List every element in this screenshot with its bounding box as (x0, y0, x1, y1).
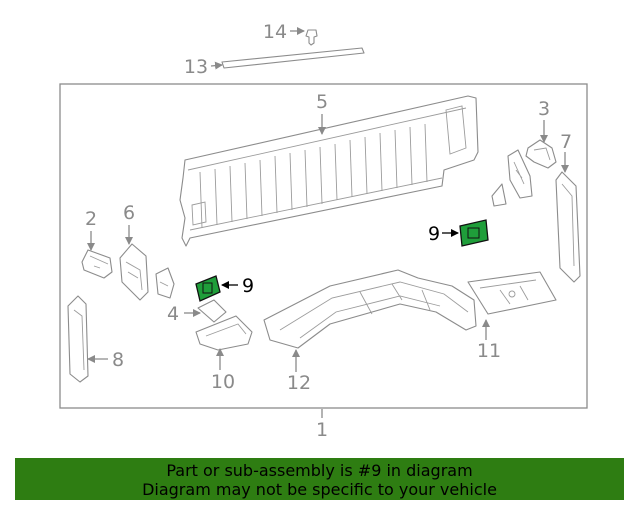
info-banner: Part or sub-assembly is #9 in diagram Di… (15, 458, 624, 500)
part-4-bracket (197, 299, 227, 323)
part-11-floor-plate (467, 271, 557, 315)
callout-5: 5 (316, 91, 328, 113)
callout-3: 3 (538, 98, 550, 120)
callout-7: 7 (560, 131, 572, 153)
banner-line-2: Diagram may not be specific to your vehi… (142, 480, 497, 499)
callout-1: 1 (316, 419, 328, 441)
callout-11: 11 (477, 340, 501, 362)
side-bracket-right (491, 149, 533, 207)
callout-9-right: 9 (428, 223, 440, 245)
callout-4: 4 (167, 303, 179, 325)
callout-13: 13 (184, 56, 208, 78)
part-14-clip (305, 29, 318, 46)
callout-12: 12 (287, 372, 311, 394)
part-2-bracket (81, 249, 113, 279)
callout-14: 14 (263, 21, 287, 43)
assembly-frame (59, 83, 588, 409)
part-7-side-panel (555, 171, 581, 283)
part-9-right-highlighted (459, 219, 489, 247)
parts-diagram: 1 2 3 4 5 6 7 8 9 9 10 11 12 13 14 (59, 21, 588, 441)
banner-line-1: Part or sub-assembly is #9 in diagram (166, 461, 473, 480)
part-6-bracket (119, 243, 149, 301)
part-9-left-highlighted (195, 275, 221, 302)
callout-10: 10 (211, 371, 235, 393)
part-5-front-panel (179, 95, 479, 247)
callout-9-left: 9 (242, 275, 254, 297)
part-12-crossmember (263, 269, 477, 349)
part-8-pillar (67, 295, 89, 383)
part-13-molding (221, 47, 365, 69)
small-plate (155, 267, 175, 299)
part-10-bracket (195, 315, 253, 351)
part-3-bracket (525, 139, 557, 169)
callout-8: 8 (112, 349, 124, 371)
callout-6: 6 (123, 202, 135, 224)
callout-2: 2 (85, 208, 97, 230)
